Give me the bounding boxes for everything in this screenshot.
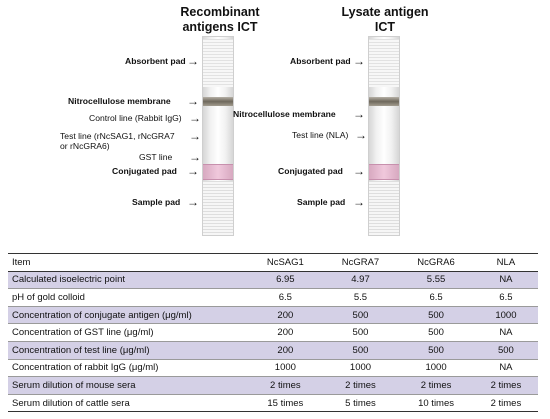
cell-ncgra7: 4.97 xyxy=(322,271,399,290)
cell-ncgra7: 5 times xyxy=(322,394,399,413)
left-label-test-line: Test line (rNcSAG1, rNcGRA7 or rNcGRA6) xyxy=(60,131,175,151)
left-label-sample-pad: Sample pad xyxy=(132,197,181,207)
row-item: Calculated isoelectric point xyxy=(8,271,248,290)
nitrocellulose-band xyxy=(369,97,399,106)
cell-nla: 500 xyxy=(473,341,538,360)
cell-ncgra6: 1000 xyxy=(398,359,474,378)
left-label-conjugated-pad: Conjugated pad xyxy=(112,166,177,176)
cell-nla: 2 times xyxy=(473,376,538,395)
row-item: Serum dilution of cattle sera xyxy=(8,394,248,413)
left-label-nitrocellulose: Nitrocellulose membrane xyxy=(68,96,171,106)
right-label-conjugated-pad: Conjugated pad xyxy=(278,166,343,176)
right-panel-title: Lysate antigen ICT xyxy=(341,5,429,34)
sample-pad-region xyxy=(203,181,233,235)
cell-ncsag1: 2 times xyxy=(248,376,323,395)
cell-nla: NA xyxy=(473,323,538,342)
nitrocellulose-band xyxy=(203,97,233,106)
cell-ncsag1: 200 xyxy=(248,306,323,325)
cell-ncsag1: 200 xyxy=(248,341,323,360)
cell-ncgra7: 5.5 xyxy=(322,288,399,307)
table-row: Concentration of GST line (μg/ml) 200 50… xyxy=(8,323,538,342)
right-label-sample-pad: Sample pad xyxy=(297,197,346,207)
row-item: pH of gold colloid xyxy=(8,288,248,307)
table-row: Serum dilution of cattle sera 15 times 5… xyxy=(8,394,538,413)
conjugated-pad-region xyxy=(203,164,233,180)
right-arrow-nitro-icon: → xyxy=(353,107,365,121)
table-row: pH of gold colloid 6.5 5.5 6.5 6.5 xyxy=(8,288,538,307)
left-arrow-test-icon: → xyxy=(189,129,201,143)
row-item: Serum dilution of mouse sera xyxy=(8,376,248,395)
cell-nla: NA xyxy=(473,271,538,290)
header-ncgra7: NcGRA7 xyxy=(322,253,399,272)
header-ncsag1: NcSAG1 xyxy=(248,253,323,272)
left-arrow-control-icon: → xyxy=(189,111,201,125)
cell-ncgra7: 500 xyxy=(322,341,399,360)
right-test-strip xyxy=(368,36,400,236)
right-label-test-line: Test line (NLA) xyxy=(292,130,349,140)
cell-nla: 1000 xyxy=(473,306,538,325)
sample-pad-region xyxy=(369,181,399,235)
left-arrow-conjugated-icon: → xyxy=(187,164,199,178)
cell-ncgra7: 500 xyxy=(322,323,399,342)
left-label-gst-line: GST line xyxy=(139,152,173,162)
row-item: Concentration of test line (μg/ml) xyxy=(8,341,248,360)
left-label-control-line: Control line (Rabbit IgG) xyxy=(89,113,182,123)
left-panel-title: Recombinant antigens ICT xyxy=(180,5,260,34)
cell-ncsag1: 200 xyxy=(248,323,323,342)
cell-ncgra6: 6.5 xyxy=(398,288,474,307)
right-label-absorbent-pad: Absorbent pad xyxy=(290,56,351,66)
cell-ncgra6: 500 xyxy=(398,306,474,325)
header-item: Item xyxy=(8,253,248,272)
conjugated-pad-region xyxy=(369,164,399,180)
left-arrow-gst-icon: → xyxy=(189,150,201,164)
cell-ncgra6: 10 times xyxy=(398,394,474,413)
left-arrow-nitro-icon: → xyxy=(187,94,199,108)
right-label-nitrocellulose: Nitrocellulose membrane xyxy=(233,109,336,119)
cell-ncgra7: 1000 xyxy=(322,359,399,378)
left-arrow-sample-icon: → xyxy=(187,195,199,209)
absorbent-pad-region xyxy=(369,39,399,87)
right-arrow-sample-icon: → xyxy=(353,195,365,209)
cell-nla: NA xyxy=(473,359,538,378)
cell-ncgra6: 2 times xyxy=(398,376,474,395)
table-header-row: Item NcSAG1 NcGRA7 NcGRA6 NLA xyxy=(8,253,538,272)
cell-ncgra7: 2 times xyxy=(322,376,399,395)
right-arrow-conjugated-icon: → xyxy=(353,164,365,178)
cell-ncgra6: 500 xyxy=(398,323,474,342)
table-row: Concentration of conjugate antigen (μg/m… xyxy=(8,306,538,325)
cell-ncsag1: 6.5 xyxy=(248,288,323,307)
cell-ncsag1: 6.95 xyxy=(248,271,323,290)
table-row: Concentration of test line (μg/ml) 200 5… xyxy=(8,341,538,360)
left-arrow-absorbent-icon: → xyxy=(187,54,199,68)
parameters-table: Item NcSAG1 NcGRA7 NcGRA6 NLA Calculated… xyxy=(8,253,538,413)
row-item: Concentration of rabbit IgG (μg/ml) xyxy=(8,359,248,378)
table-row: Concentration of rabbit IgG (μg/ml) 1000… xyxy=(8,359,538,378)
table-row: Serum dilution of mouse sera 2 times 2 t… xyxy=(8,376,538,395)
header-ncgra6: NcGRA6 xyxy=(398,253,474,272)
cell-nla: 2 times xyxy=(473,394,538,413)
cell-ncsag1: 15 times xyxy=(248,394,323,413)
cell-ncsag1: 1000 xyxy=(248,359,323,378)
row-item: Concentration of conjugate antigen (μg/m… xyxy=(8,306,248,325)
cell-nla: 6.5 xyxy=(473,288,538,307)
header-nla: NLA xyxy=(473,253,538,272)
right-arrow-test-icon: → xyxy=(355,128,367,142)
absorbent-pad-region xyxy=(203,39,233,87)
table-row: Calculated isoelectric point 6.95 4.97 5… xyxy=(8,271,538,290)
cell-ncgra7: 500 xyxy=(322,306,399,325)
cell-ncgra6: 5.55 xyxy=(398,271,474,290)
row-item: Concentration of GST line (μg/ml) xyxy=(8,323,248,342)
left-test-strip xyxy=(202,36,234,236)
right-arrow-absorbent-icon: → xyxy=(353,54,365,68)
cell-ncgra6: 500 xyxy=(398,341,474,360)
left-label-absorbent-pad: Absorbent pad xyxy=(125,56,186,66)
